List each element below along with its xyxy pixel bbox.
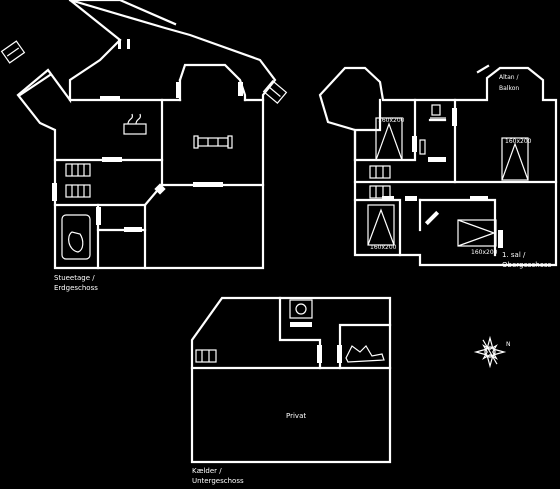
kitchen-fixture-icon [65,163,91,198]
room-label-altan: Altan / [499,74,520,81]
basement-label: Kælder / [192,467,222,475]
radiator-icon [369,165,391,199]
first-floor-label: 1. sal / [502,251,526,259]
first-floor-sublabel: Obergeschoss [502,261,552,269]
compass-north-label: N [506,341,511,348]
sofa-icon [193,135,233,149]
bed-size-label: 160x200 [378,117,405,124]
ground-floor-sublabel: Erdgeschoss [54,284,98,292]
washing-machine-icon [289,299,313,319]
bed-size-label: 160x200 [471,249,498,256]
radiator-icon [195,349,217,363]
room-label-privat: Privat [286,412,306,420]
room-label-altan-sub: Balkon [499,85,519,92]
bed-icon [367,117,529,247]
bathtub-icon [61,214,91,260]
stairs-icon [0,40,288,104]
basement-floor: Privat Kælder / Untergeschoss [190,296,392,485]
basement-sublabel: Untergeschoss [192,477,244,485]
compass-rose-icon: N [473,335,511,369]
ground-floor: Stueetage / Erdgeschoss [0,0,288,292]
ground-floor-label: Stueetage / [54,274,95,282]
shower-icon [345,345,385,363]
toilet-icon [419,104,446,155]
first-floor: 160x200 160x200 160x200 160x200 Altan / … [318,64,558,269]
bed-size-label: 160x200 [505,138,532,145]
stove-icon [123,113,147,135]
bed-size-label: 160x200 [370,244,397,251]
